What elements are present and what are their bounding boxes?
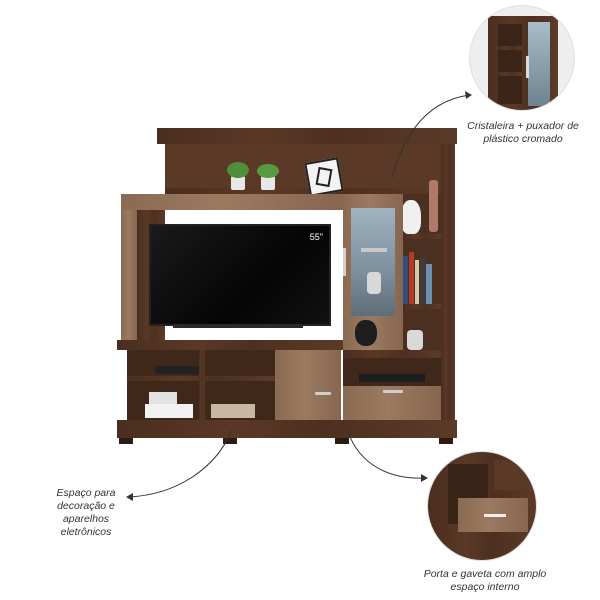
plant-leaves-left	[227, 162, 249, 178]
glass-cabinet-handle	[343, 248, 346, 276]
tv-size-label: 55"	[309, 232, 323, 242]
caption-porta-gaveta: Porta e gaveta com amplo espaço interno	[410, 568, 560, 594]
lower-divider	[199, 350, 205, 420]
cabinet-door	[275, 350, 341, 420]
tall-vase	[429, 180, 438, 232]
decor-box-2	[145, 404, 193, 418]
base-plinth	[117, 420, 457, 438]
tv-stand	[173, 324, 303, 328]
caption-espaco-decoracao: Espaço para decoração e aparelhos eletrô…	[46, 487, 126, 539]
arrow-bottom-right-head	[421, 474, 428, 482]
electronic-device	[155, 366, 199, 374]
arrow-top-right	[391, 94, 471, 179]
arrow-top-right-head	[465, 91, 472, 99]
caption-espaco-decoracao-text: Espaço para decoração e aparelhos eletrô…	[56, 487, 116, 538]
detail-circle-cristaleira	[470, 6, 574, 110]
right-niche-shelf-2	[403, 304, 441, 309]
foot-3	[335, 438, 349, 444]
caption-porta-gaveta-text: Porta e gaveta com amplo espaço interno	[423, 568, 547, 593]
arrow-left-head	[126, 493, 133, 501]
top-crown	[157, 128, 457, 144]
caption-cristaleira-text: Cristaleira + puxador de plástico cromad…	[467, 120, 579, 145]
drawer-handle	[383, 390, 403, 393]
arrow-left	[127, 429, 233, 498]
right-counter-top	[343, 350, 441, 358]
detail-circle-gaveta	[428, 452, 536, 560]
tv-frame-left	[121, 210, 137, 340]
television: 55"	[149, 224, 331, 326]
right-side-panel	[441, 144, 455, 430]
glass-cabinet-glass	[351, 208, 395, 316]
tv-frame-top	[121, 194, 343, 210]
small-decor	[407, 330, 423, 350]
counter-top	[117, 340, 343, 350]
foot-1	[119, 438, 133, 444]
furniture-illustration: 55"	[115, 128, 460, 453]
caption-cristaleira: Cristaleira + puxador de plástico cromad…	[458, 120, 588, 146]
dark-vase	[355, 320, 377, 346]
door-handle	[315, 392, 331, 395]
plant-pot-left	[231, 176, 245, 190]
foot-4	[439, 438, 453, 444]
right-niche-shelf-1	[403, 234, 441, 239]
dvd-player	[359, 374, 425, 382]
plant-leaves-right	[257, 164, 279, 178]
vase	[401, 200, 421, 234]
arrow-bottom-right	[347, 431, 427, 479]
books	[403, 252, 439, 304]
decor-stack	[211, 404, 255, 418]
foot-2	[223, 438, 237, 444]
plant-pot-right	[261, 176, 275, 190]
